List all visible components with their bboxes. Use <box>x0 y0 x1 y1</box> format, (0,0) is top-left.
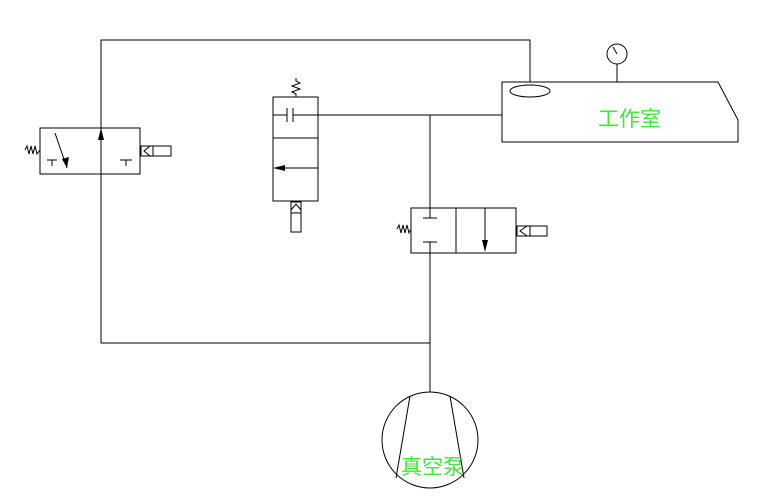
chamber-label: 工作室 <box>598 107 661 131</box>
chamber-port-icon <box>509 84 551 98</box>
solenoid-icon <box>140 145 172 157</box>
right-solenoid-valve <box>396 207 548 254</box>
spring-icon <box>290 78 302 97</box>
spring-icon <box>24 144 41 156</box>
solenoid-icon <box>516 225 548 237</box>
vacuum-pump: 真空泵 <box>381 391 479 489</box>
center-vertical-valve <box>272 78 319 233</box>
working-chamber: 工作室 <box>501 43 739 143</box>
pump-label: 真空泵 <box>401 455 464 479</box>
spring-icon <box>396 223 412 235</box>
left-solenoid-valve <box>24 127 172 175</box>
solenoid-icon <box>290 201 302 233</box>
piping <box>100 39 531 395</box>
left-return-pipe <box>100 174 430 344</box>
pressure-gauge-icon <box>606 43 628 82</box>
top-pipe <box>100 39 531 128</box>
